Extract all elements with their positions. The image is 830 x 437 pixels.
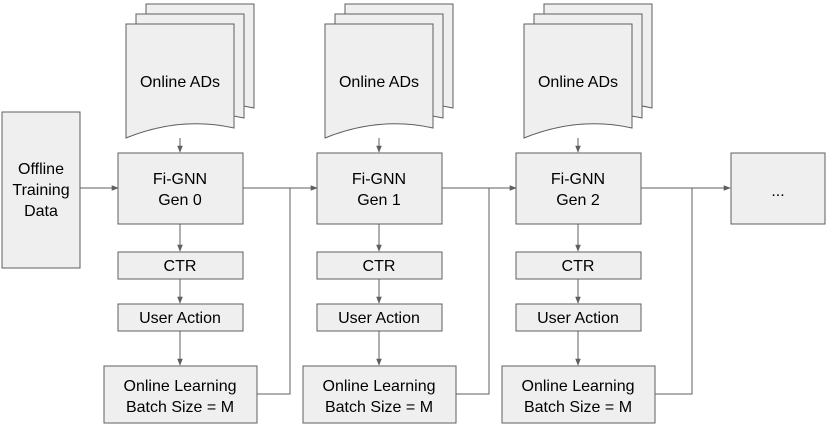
ctr-box-0: CTR — [117, 251, 244, 280]
user-action-box-1: User Action — [316, 303, 443, 332]
offline-label-line1: Offline — [18, 161, 64, 178]
offline-label-line3: Data — [24, 203, 58, 220]
user-action-label-1: User Action — [338, 310, 420, 327]
online-learning-box-1: Online Learning Batch Size = M — [302, 365, 457, 424]
generation-0: Online ADs Fi-GNN Gen 0 CTR User Action … — [103, 3, 258, 424]
online-ads-label-0: Online ADs — [140, 74, 220, 91]
user-action-box-0: User Action — [117, 303, 244, 332]
offline-label-line2: Training — [12, 182, 69, 199]
ctr-label-0: CTR — [164, 258, 197, 275]
online-ads-docs-1: Online ADs — [324, 3, 454, 139]
ctr-label-1: CTR — [363, 258, 396, 275]
feedback-learning0-to-gen1 — [257, 188, 291, 395]
learning-label-line2-1: Batch Size = M — [325, 399, 433, 416]
model-label-line1-2: Fi-GNN — [551, 171, 605, 188]
generation-2: Online ADs Fi-GNN Gen 2 CTR User Action … — [501, 3, 656, 424]
ellipsis-label: ... — [771, 183, 784, 200]
ctr-box-2: CTR — [515, 251, 642, 280]
model-label-line1-0: Fi-GNN — [153, 171, 207, 188]
learning-label-line1-1: Online Learning — [323, 378, 436, 395]
user-action-box-2: User Action — [515, 303, 642, 332]
learning-label-line1-0: Online Learning — [124, 378, 237, 395]
user-action-label-0: User Action — [139, 310, 221, 327]
user-action-label-2: User Action — [537, 310, 619, 327]
online-learning-box-0: Online Learning Batch Size = M — [103, 365, 258, 424]
model-label-line2-0: Gen 0 — [158, 192, 202, 209]
learning-label-line2-0: Batch Size = M — [126, 399, 234, 416]
fi-gnn-gen1-box: Fi-GNN Gen 1 — [316, 152, 443, 225]
learning-label-line2-2: Batch Size = M — [524, 399, 632, 416]
online-ads-docs-2: Online ADs — [523, 3, 653, 139]
model-label-line2-2: Gen 2 — [556, 192, 600, 209]
online-ads-label-1: Online ADs — [339, 74, 419, 91]
ctr-box-1: CTR — [316, 251, 443, 280]
feedback-learning1-to-gen2 — [456, 188, 490, 395]
offline-training-data-box: Offline Training Data — [1, 111, 81, 269]
ctr-label-2: CTR — [562, 258, 595, 275]
fi-gnn-gen2-box: Fi-GNN Gen 2 — [515, 152, 642, 225]
online-ads-label-2: Online ADs — [538, 74, 618, 91]
feedback-learning2-to-next — [655, 188, 693, 395]
learning-label-line1-2: Online Learning — [522, 378, 635, 395]
model-label-line2-1: Gen 1 — [357, 192, 401, 209]
next-generation-box: ... — [730, 152, 826, 225]
generation-1: Online ADs Fi-GNN Gen 1 CTR User Action … — [302, 3, 457, 424]
fi-gnn-gen0-box: Fi-GNN Gen 0 — [117, 152, 244, 225]
model-label-line1-1: Fi-GNN — [352, 171, 406, 188]
online-learning-box-2: Online Learning Batch Size = M — [501, 365, 656, 424]
online-ads-docs-0: Online ADs — [125, 3, 255, 139]
